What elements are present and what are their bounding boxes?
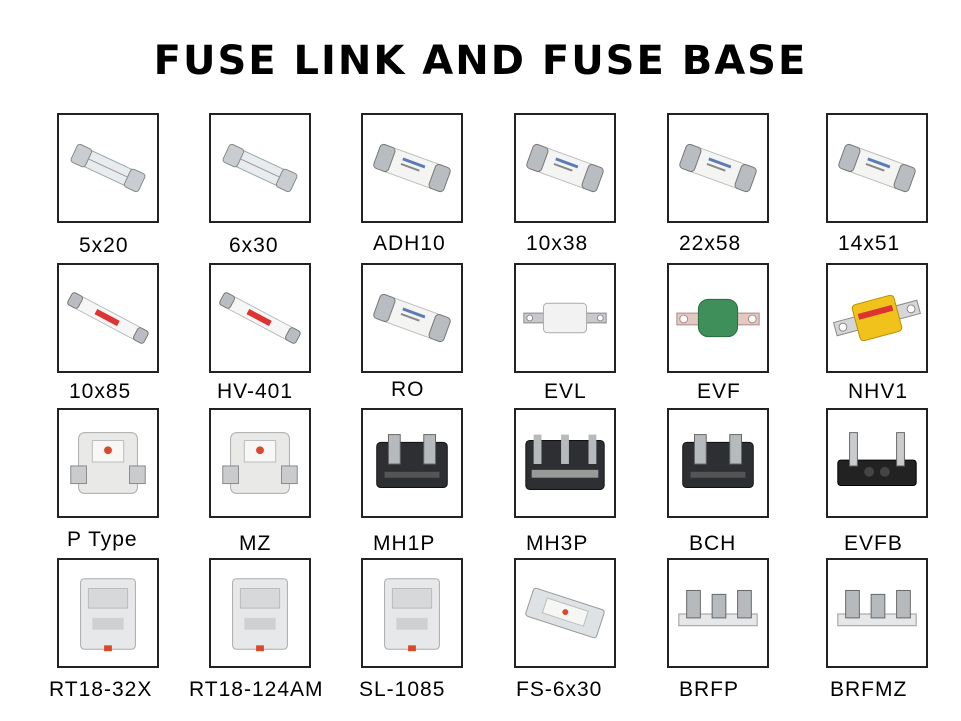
glass-cartridge-fuse-icon [222, 143, 298, 193]
metal-clip-base-icon [837, 589, 917, 627]
ceramic-cartridge-fuse-icon [838, 143, 916, 193]
product-image-10x38 [514, 113, 616, 223]
product-label: NHV1 [848, 380, 909, 403]
bolted-ev-fuse-icon [523, 302, 607, 334]
glass-cartridge-fuse-icon [70, 143, 146, 193]
ceramic-cartridge-fuse-icon [679, 143, 757, 193]
fuse-base-black-icon [682, 434, 754, 488]
product-label: MH3P [526, 532, 589, 555]
product-label: FS-6x30 [516, 678, 603, 701]
long-ceramic-fuse-icon [219, 292, 301, 344]
product-image-p-type [57, 408, 159, 518]
product-label: RT18-124AM [189, 678, 324, 701]
product-label: 10x85 [69, 380, 132, 403]
product-image-mz [209, 408, 311, 518]
product-label: MH1P [373, 532, 436, 555]
product-label: MZ [239, 532, 272, 555]
page-title: FUSE LINK AND FUSE BASE [153, 38, 808, 84]
product-label: EVFB [844, 532, 903, 555]
product-label: BRFMZ [830, 678, 908, 701]
product-image-bch [667, 408, 769, 518]
product-label: RO [391, 378, 425, 401]
product-label: BRFP [679, 678, 740, 701]
ceramic-cartridge-fuse-icon [373, 143, 451, 193]
product-image-brfmz [826, 558, 928, 668]
product-label: 10x38 [526, 232, 589, 255]
ceramic-cartridge-fuse-icon [373, 293, 451, 343]
product-label: BCH [689, 532, 737, 555]
din-rail-holder-icon [80, 578, 136, 652]
product-image-22x58 [667, 113, 769, 223]
product-image-evl [514, 263, 616, 373]
product-image-adh10 [361, 113, 463, 223]
product-image-mh1p [361, 408, 463, 518]
product-image-rt18-32x [57, 558, 159, 668]
product-image-brfp [667, 558, 769, 668]
panel-fuse-holder-icon [525, 587, 605, 639]
product-label: SL-1085 [359, 678, 446, 701]
long-ceramic-fuse-icon [67, 292, 149, 344]
product-image-evfb [826, 408, 928, 518]
product-image-5x20 [57, 113, 159, 223]
bolted-ev-fuse-yellow-icon [832, 294, 922, 342]
product-image-sl-1085 [361, 558, 463, 668]
din-rail-holder-icon [384, 578, 440, 652]
product-label: HV-401 [217, 380, 294, 403]
product-label: ADH10 [373, 232, 446, 255]
product-label: 14x51 [838, 232, 901, 255]
product-label: EVF [697, 380, 741, 403]
product-label: EVL [544, 380, 587, 403]
product-label: 22x58 [679, 232, 742, 255]
product-label: P Type [67, 528, 138, 551]
bolted-ev-fuse-green-icon [676, 298, 760, 338]
product-label: 5x20 [79, 234, 129, 257]
din-rail-holder-icon [232, 578, 288, 652]
product-image-10x85 [57, 263, 159, 373]
fuse-base-terminal-icon [837, 432, 917, 487]
fuse-holder-grey-icon [70, 432, 146, 494]
product-label: 6x30 [229, 234, 279, 257]
fuse-base-black-3p-icon [525, 434, 605, 490]
product-label: RT18-32X [49, 678, 153, 701]
product-image-rt18-124am [209, 558, 311, 668]
ceramic-cartridge-fuse-icon [526, 143, 604, 193]
fuse-holder-grey-icon [222, 432, 298, 494]
product-image-nhv1 [826, 263, 928, 373]
fuse-base-black-icon [376, 434, 448, 488]
product-image-hv-401 [209, 263, 311, 373]
product-image-evf [667, 263, 769, 373]
product-image-14x51 [826, 113, 928, 223]
product-image-fs-6x30 [514, 558, 616, 668]
product-image-mh3p [514, 408, 616, 518]
product-image-ro [361, 263, 463, 373]
product-image-6x30 [209, 113, 311, 223]
metal-clip-base-icon [678, 589, 758, 627]
